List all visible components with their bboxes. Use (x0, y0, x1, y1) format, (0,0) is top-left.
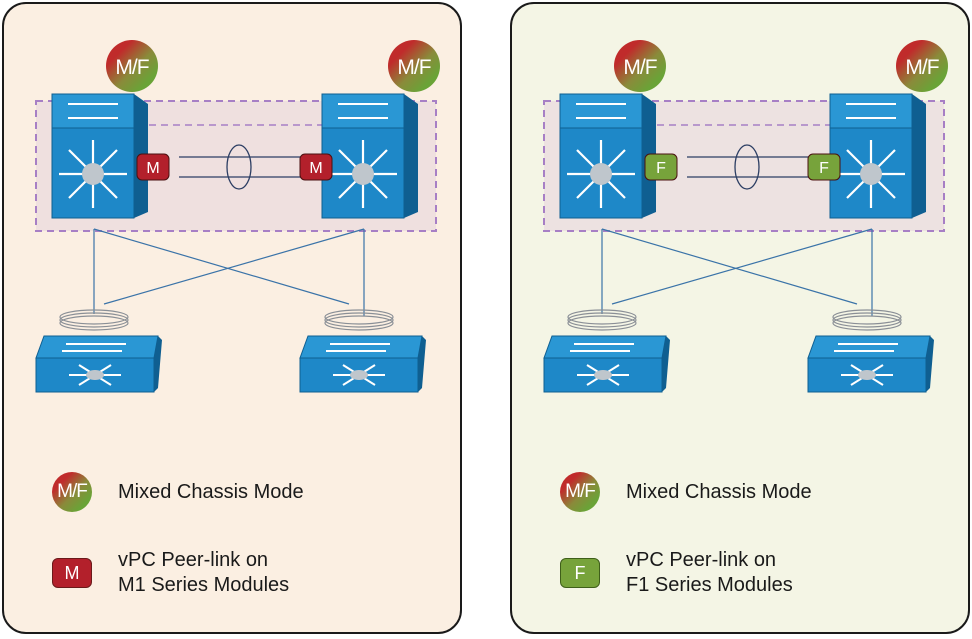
peer-link-module: M (136, 153, 170, 181)
mixed-mode-circle (896, 40, 948, 92)
access-switch-right (807, 335, 934, 393)
module-box (644, 153, 678, 181)
access-top (35, 335, 159, 359)
access-top (299, 335, 423, 359)
panel-m1-peer-link: M M M/F M/F M/F Mixed Chassis Mode M vPC Pe… (2, 2, 462, 634)
access-side (662, 336, 670, 392)
legend-peer-link-line2: F1 Series Modules (626, 574, 793, 596)
switch-top (51, 93, 135, 129)
peer-link-module: F (644, 153, 678, 181)
access-hub (350, 370, 368, 380)
peer-link-module: M (299, 153, 333, 181)
peer-link-oval (734, 144, 760, 190)
module-box (136, 153, 170, 181)
port-channel-oval (567, 315, 637, 331)
m-module-badge: M (52, 558, 92, 588)
mixed-mode-label: M/F (115, 56, 148, 79)
module-label: F (819, 160, 829, 177)
switch-hub (860, 163, 882, 185)
switch-hub (590, 163, 612, 185)
access-side (418, 336, 426, 392)
downlink (601, 228, 858, 305)
access-hub (86, 370, 104, 380)
port-channel-oval (59, 312, 129, 328)
port-channel-oval (59, 309, 129, 325)
mixed-mode-circle (614, 40, 666, 92)
switch-side (404, 94, 418, 218)
switch-top (559, 93, 643, 129)
mixed-mode-badge: M/F (52, 472, 92, 512)
f-module-badge: F (560, 558, 600, 588)
peer-link-oval (226, 144, 252, 190)
aggregation-switch-left (51, 93, 148, 219)
switch-hub (82, 163, 104, 185)
port-channel-oval (324, 309, 394, 325)
mixed-mode-badge: M/F (614, 40, 666, 92)
access-switch-right (299, 335, 426, 393)
port-channel-oval (832, 312, 902, 328)
legend-peer-link: M vPC Peer-link on M1 Series Modules (52, 548, 289, 598)
legend-peer-link-line2: M1 Series Modules (118, 574, 290, 596)
switch-top (829, 93, 913, 129)
legend-peer-link-line1: vPC Peer-link on (118, 549, 269, 571)
module-label: F (656, 160, 666, 177)
topology-diagram: F F M/F M/F (543, 40, 948, 393)
mixed-mode-badge: M/F (896, 40, 948, 92)
mixed-mode-circle (388, 40, 440, 92)
aggregation-switch-right (829, 93, 926, 219)
port-channel-oval (832, 309, 902, 325)
access-switch-left (543, 335, 670, 393)
topology-diagram: M M M/F M/F (35, 40, 440, 393)
port-channel-oval (567, 312, 637, 328)
downlink (103, 228, 365, 305)
legend-peer-link-text: vPC Peer-link on M1 Series Modules (118, 548, 289, 598)
port-channel-oval (832, 315, 902, 331)
legend-peer-link: F vPC Peer-link on F1 Series Modules (560, 548, 793, 598)
aggregation-switch-left (559, 93, 656, 219)
access-top (543, 335, 667, 359)
mixed-mode-circle (106, 40, 158, 92)
port-channel-oval (324, 312, 394, 328)
port-channel-oval (324, 315, 394, 331)
mixed-mode-label: M/F (905, 56, 938, 79)
switch-hub (352, 163, 374, 185)
access-side (926, 336, 934, 392)
port-channel-oval (567, 309, 637, 325)
access-side (154, 336, 162, 392)
mixed-mode-badge: M/F (106, 40, 158, 92)
downlink (611, 228, 873, 305)
switch-side (912, 94, 926, 218)
legend-peer-link-text: vPC Peer-link on F1 Series Modules (626, 548, 793, 598)
module-label: M (309, 160, 322, 177)
switch-top (321, 93, 405, 129)
legend-mixed-mode: M/F Mixed Chassis Mode (560, 472, 812, 512)
access-switch-left (35, 335, 162, 393)
peer-link-module: F (807, 153, 841, 181)
access-hub (594, 370, 612, 380)
access-top (807, 335, 931, 359)
module-box (807, 153, 841, 181)
downlink (93, 228, 350, 305)
access-hub (858, 370, 876, 380)
mixed-mode-badge: M/F (560, 472, 600, 512)
legend-mixed-mode-text: Mixed Chassis Mode (626, 480, 812, 503)
port-channel-oval (59, 315, 129, 331)
legend-mixed-mode-text: Mixed Chassis Mode (118, 480, 304, 503)
mixed-mode-label: M/F (397, 56, 430, 79)
module-box (299, 153, 333, 181)
panel-f1-peer-link: F F M/F M/F M/F Mixed Chassis Mode F vPC Pe… (510, 2, 970, 634)
aggregation-switch-right (321, 93, 418, 219)
legend-peer-link-line1: vPC Peer-link on (626, 549, 777, 571)
legend-mixed-mode: M/F Mixed Chassis Mode (52, 472, 304, 512)
mixed-mode-badge: M/F (388, 40, 440, 92)
module-label: M (146, 160, 159, 177)
mixed-mode-label: M/F (623, 56, 656, 79)
